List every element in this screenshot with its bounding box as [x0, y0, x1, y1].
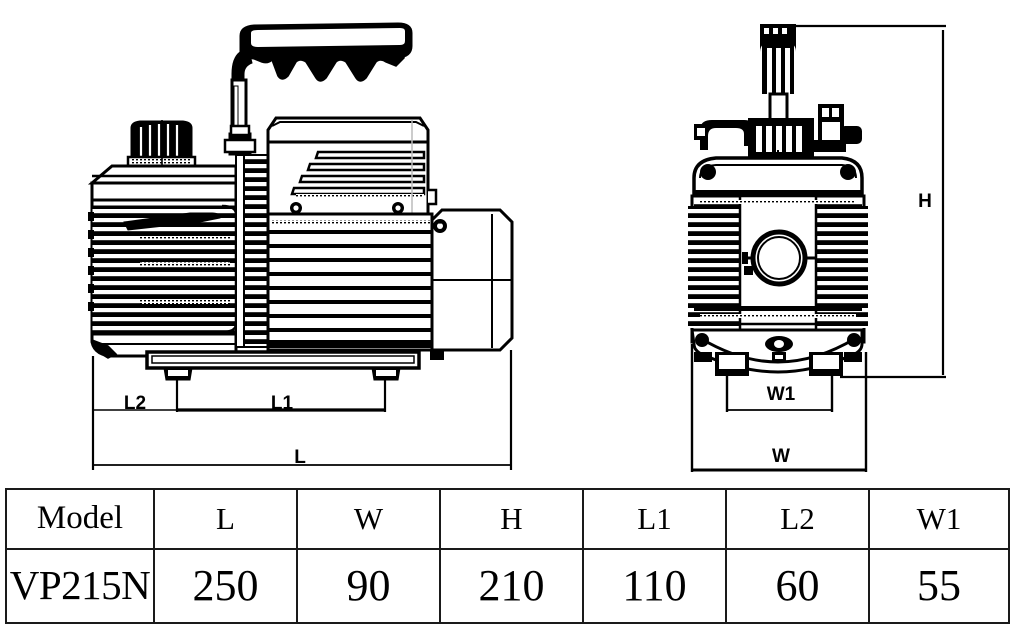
base-plate	[145, 350, 421, 381]
center-fin-column	[235, 154, 269, 348]
handle-post-front	[760, 24, 796, 134]
dimension-label-l: L	[294, 447, 306, 468]
mounting-foot	[371, 367, 401, 381]
side-view-dimension-lines	[91, 350, 513, 470]
cell-model: VP215N	[5, 547, 155, 625]
terminal-box-screw	[290, 202, 302, 214]
header-w: W	[296, 488, 441, 550]
front-main-body	[688, 194, 868, 344]
dimension-label-l1: L1	[271, 393, 294, 414]
drain-plug	[765, 336, 793, 362]
front-body-shoulder	[692, 156, 864, 198]
drawing-area: L2 L1 L	[87, 22, 946, 472]
cell-l: 250	[153, 547, 298, 625]
header-w1: W1	[868, 488, 1010, 550]
cell-l1: 110	[582, 547, 727, 625]
header-l2: L2	[725, 488, 870, 550]
carry-handle	[223, 22, 413, 156]
front-elevation-view: H W1 W	[688, 24, 946, 472]
dimension-label-l2: L2	[124, 393, 146, 414]
table-row: VP215N 250 90 210 110 60 55	[5, 547, 1010, 625]
terminal-box-screw	[392, 202, 404, 214]
inlet-fitting	[694, 104, 862, 190]
dimension-label-w: W	[772, 446, 790, 467]
oil-sight-glass	[742, 229, 815, 287]
cell-l2: 60	[725, 547, 870, 625]
dimension-label-h: H	[918, 191, 932, 212]
front-mounting-feet	[715, 352, 843, 376]
cell-h: 210	[439, 547, 584, 625]
spec-table-container: Model L W H L1 L2 W1 VP215N 250 90 210 1…	[5, 488, 1010, 625]
side-elevation-view: L2 L1 L	[87, 22, 514, 470]
cable-gland	[433, 219, 447, 233]
motor-terminal-box	[266, 116, 438, 216]
spec-table: Model L W H L1 L2 W1 VP215N 250 90 210 1…	[5, 488, 1010, 625]
front-view-dimension-lines	[690, 24, 946, 472]
cell-w1: 55	[868, 547, 1010, 625]
header-model: Model	[5, 488, 155, 550]
pump-drawing-svg: L2 L1 L	[87, 22, 946, 472]
dimension-label-w1: W1	[767, 384, 796, 405]
mounting-foot	[163, 367, 193, 381]
oil-fill-cap	[126, 120, 197, 185]
pump-oil-reservoir	[87, 164, 238, 359]
header-h: H	[439, 488, 584, 550]
header-l: L	[153, 488, 298, 550]
cell-w: 90	[296, 547, 441, 625]
motor-body	[266, 208, 514, 360]
table-header-row: Model L W H L1 L2 W1	[5, 488, 1010, 550]
header-l1: L1	[582, 488, 727, 550]
